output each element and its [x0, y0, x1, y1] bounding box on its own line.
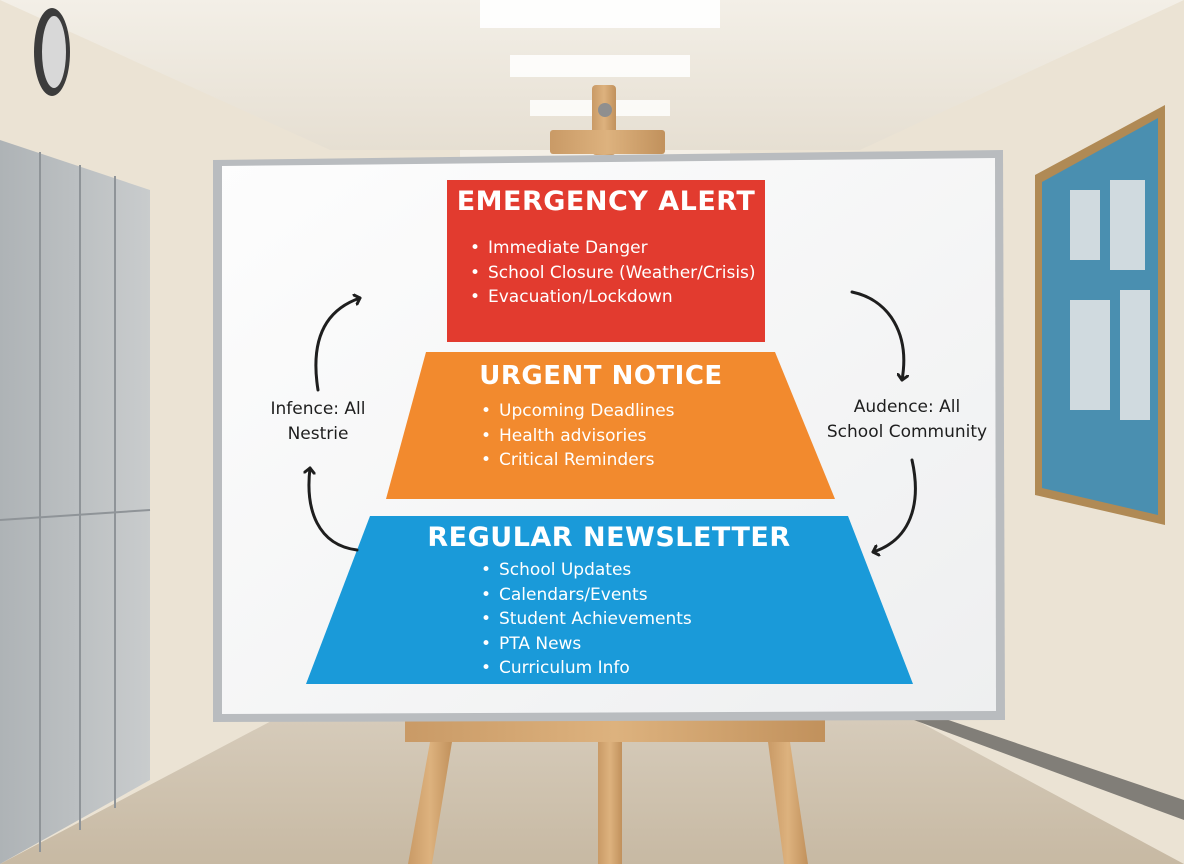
lockers	[0, 140, 151, 864]
left-lower-arrow	[309, 466, 359, 552]
list-item: Upcoming Deadlines	[481, 399, 675, 424]
left-audience-label: Infence: All Nestrie	[258, 397, 378, 447]
left-upper-arrow	[314, 298, 362, 392]
list-item: Curriculum Info	[481, 656, 692, 681]
emergency-list: Immediate Danger School Closure (Weather…	[470, 236, 756, 310]
list-item: Immediate Danger	[470, 236, 756, 261]
list-item: PTA News	[481, 632, 692, 657]
list-item: Critical Reminders	[481, 448, 675, 473]
list-item: School Updates	[481, 558, 692, 583]
easel	[405, 85, 825, 864]
list-item: Calendars/Events	[481, 583, 692, 608]
right-lower-arrow	[871, 458, 917, 552]
list-item: School Closure (Weather/Crisis)	[470, 261, 756, 286]
left-label-line1: Infence: All	[270, 399, 366, 419]
cycle-arrows	[309, 290, 917, 552]
right-audience-label: Audence: All School Community	[822, 395, 992, 445]
regular-title: REGULAR NEWSLETTER	[427, 522, 791, 553]
urgent-title: URGENT NOTICE	[479, 361, 723, 391]
regular-list: School Updates Calendars/Events Student …	[481, 558, 692, 681]
emergency-title: EMERGENCY ALERT	[456, 186, 756, 217]
bulletin-board	[1035, 105, 1165, 525]
left-label-line2: Nestrie	[287, 424, 349, 444]
list-item: Student Achievements	[481, 607, 692, 632]
urgent-list: Upcoming Deadlines Health advisories Cri…	[481, 399, 675, 473]
list-item: Health advisories	[481, 424, 675, 449]
right-label-line1: Audence: All	[853, 397, 961, 417]
right-upper-arrow	[850, 290, 904, 382]
right-label-line2: School Community	[826, 422, 988, 442]
wall-clock	[34, 8, 70, 96]
list-item: Evacuation/Lockdown	[470, 285, 756, 310]
